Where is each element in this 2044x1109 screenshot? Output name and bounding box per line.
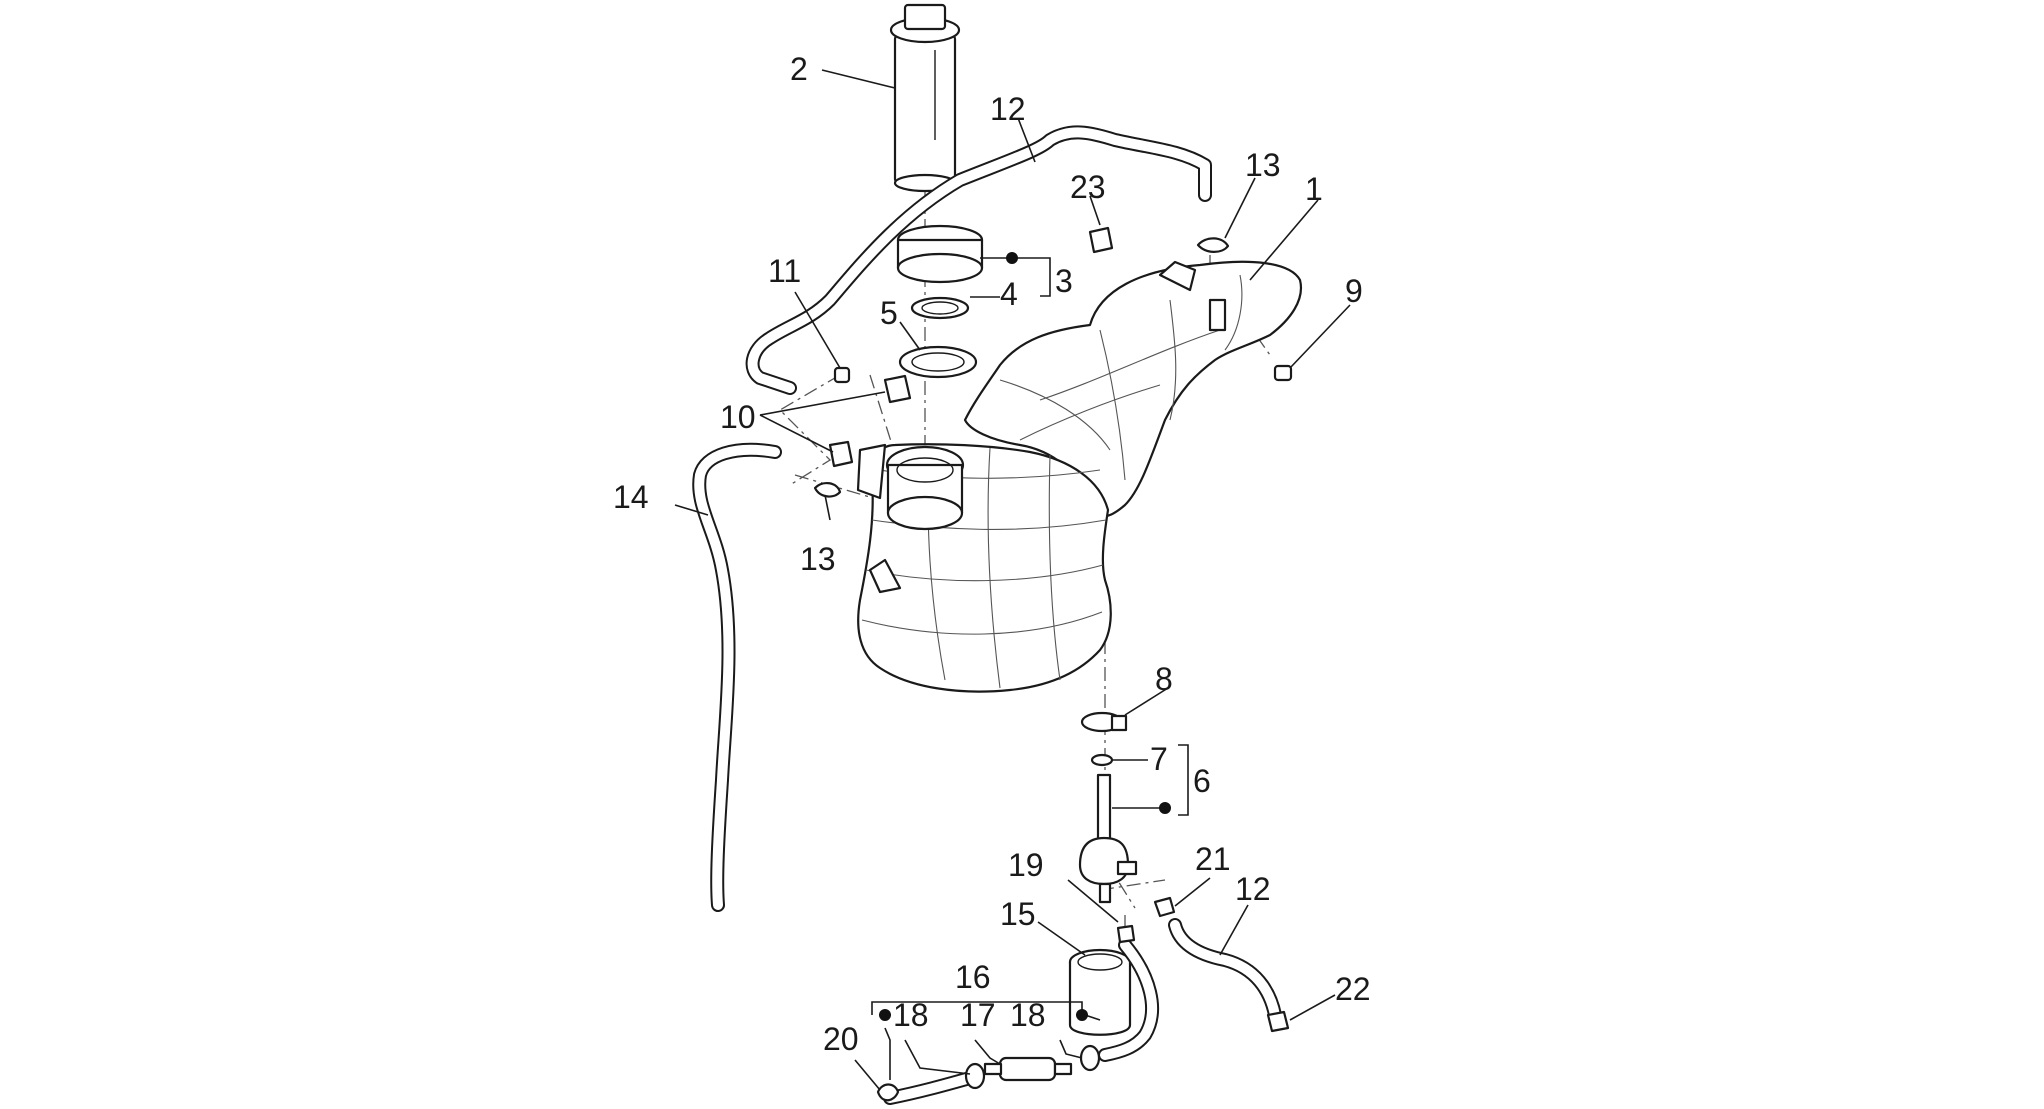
leader-lines	[674, 69, 1351, 1091]
callout-17: 17	[960, 997, 996, 1033]
callout-23: 23	[1070, 169, 1106, 205]
inline-fuel-filter	[983, 1056, 1073, 1082]
bullet-markers	[879, 252, 1171, 1021]
fuel-filter-holder	[1068, 948, 1132, 1036]
callout-10: 10	[720, 399, 756, 435]
hardware-clamp-8	[1080, 711, 1128, 733]
hose-filter-outlet	[1098, 938, 1159, 1062]
hose-12-fuel	[1168, 918, 1282, 1022]
callout-14: 14	[613, 479, 649, 515]
hardware-valve-23	[1088, 226, 1114, 254]
callout-9: 9	[1345, 273, 1363, 309]
callout-13-left: 13	[800, 541, 836, 577]
cap-gasket	[910, 296, 970, 320]
assembly-axes	[778, 165, 1271, 940]
neck-gasket	[898, 345, 978, 379]
callout-12-bottom: 12	[1235, 871, 1271, 907]
hardware-clamp-22	[1266, 1010, 1290, 1033]
callout-15: 15	[1000, 896, 1036, 932]
hardware-clip-10	[828, 374, 912, 468]
callout-3: 3	[1055, 263, 1073, 299]
callout-2: 2	[790, 51, 808, 87]
callout-18-right: 18	[1010, 997, 1046, 1033]
fuel-tap	[1078, 773, 1138, 904]
callout-19: 19	[1008, 847, 1044, 883]
callout-21: 21	[1195, 841, 1231, 877]
hardware-clamp-21	[1153, 896, 1176, 918]
hardware-screw-9	[1273, 364, 1293, 382]
fuel-tank	[856, 260, 1303, 693]
callout-8: 8	[1155, 661, 1173, 697]
hose-14-overflow	[692, 442, 782, 912]
hose-fuel-line	[883, 1071, 977, 1105]
callout-18-left: 18	[893, 997, 929, 1033]
callout-5: 5	[880, 295, 898, 331]
fuel-cap-assembly	[896, 224, 984, 284]
hardware-clamp-20	[876, 1083, 900, 1102]
callout-1: 1	[1305, 171, 1323, 207]
callout-11: 11	[768, 253, 801, 289]
callout-6: 6	[1193, 763, 1211, 799]
callout-labels: 2 12 23 13 1 3 4 9 11 5 10 14 13 8 7 6 1…	[613, 51, 1371, 1057]
fuel-level-sender	[889, 3, 961, 193]
callout-12-top: 12	[990, 91, 1026, 127]
callout-4: 4	[1000, 276, 1018, 312]
hardware-oring-7	[1090, 753, 1114, 767]
hose-12-vent	[745, 125, 1212, 395]
hardware-screw-11	[833, 366, 851, 384]
callout-7: 7	[1150, 741, 1168, 777]
hardware-clamp-13	[813, 237, 1230, 498]
callout-13-top: 13	[1245, 147, 1281, 183]
callout-22: 22	[1335, 971, 1371, 1007]
callout-16: 16	[955, 959, 991, 995]
hardware-clamp-18	[964, 1044, 1101, 1090]
callout-20: 20	[823, 1021, 859, 1057]
hardware-clamp-19	[1116, 924, 1136, 944]
